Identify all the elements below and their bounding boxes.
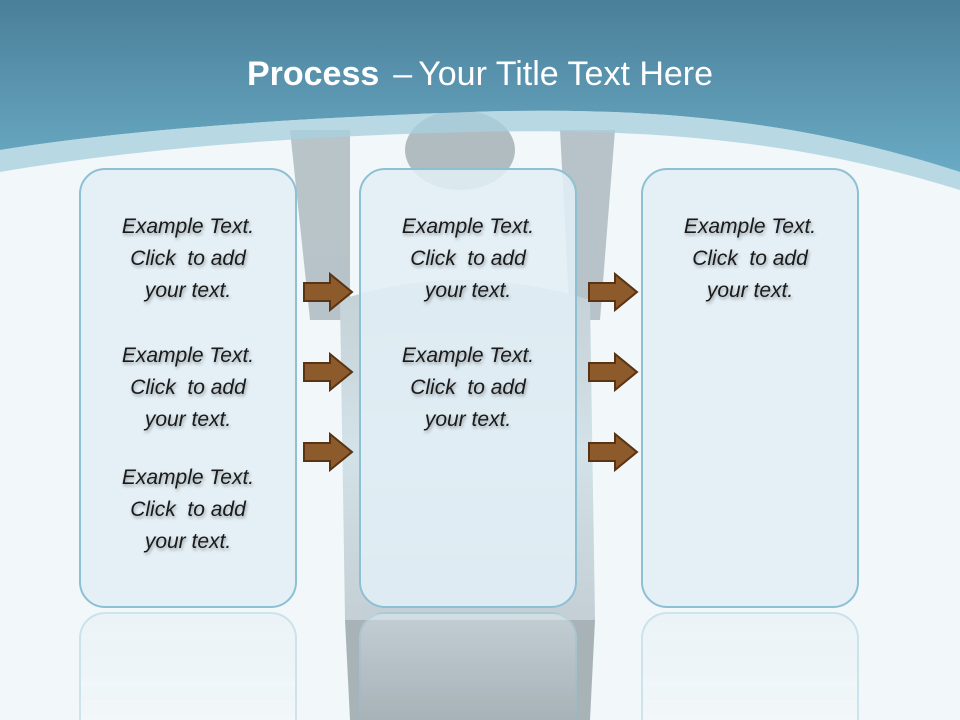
text-line: Click to add — [410, 247, 526, 270]
text-line: Example Text. — [401, 344, 535, 367]
text-line: Click to add — [130, 376, 246, 399]
text-group[interactable]: Example Text. Click to add your text. — [81, 462, 295, 558]
text-line: your text. — [144, 279, 232, 302]
text-line: Click to add — [130, 247, 246, 270]
text-group[interactable]: Example Text. Click to add your text. — [361, 211, 575, 307]
box-reflection — [79, 612, 297, 720]
box-reflection — [359, 612, 577, 720]
text-group[interactable]: Example Text. Click to add your text. — [361, 340, 575, 436]
process-box-1[interactable]: Example Text. Click to add your text. Ex… — [79, 168, 297, 608]
text-line: Example Text. — [401, 215, 535, 238]
process-box-2[interactable]: Example Text. Click to add your text. Ex… — [359, 168, 577, 608]
text-line: your text. — [424, 408, 512, 431]
text-line: Example Text. — [121, 466, 255, 489]
text-line: Click to add — [130, 498, 246, 521]
text-line: Click to add — [410, 376, 526, 399]
text-line: your text. — [144, 530, 232, 553]
text-line: your text. — [424, 279, 512, 302]
text-group[interactable]: Example Text. Click to add your text. — [643, 211, 857, 307]
title-separator: – — [393, 55, 413, 93]
header-band — [0, 0, 960, 172]
title-bold: Process — [246, 55, 380, 93]
slide-title[interactable]: Process–Your Title Text Here — [0, 52, 960, 96]
header-swoosh — [0, 110, 960, 190]
title-rest: Your Title Text Here — [418, 55, 714, 93]
box-reflection — [641, 612, 859, 720]
text-line: your text. — [706, 279, 794, 302]
right-arrow-icon — [303, 432, 354, 472]
process-box-3[interactable]: Example Text. Click to add your text. — [641, 168, 859, 608]
right-arrow-icon — [303, 272, 354, 312]
right-arrow-icon — [588, 272, 639, 312]
text-line: your text. — [144, 408, 232, 431]
text-line: Example Text. — [683, 215, 817, 238]
right-arrow-icon — [588, 352, 639, 392]
right-arrow-icon — [303, 352, 354, 392]
text-line: Example Text. — [121, 215, 255, 238]
text-line: Click to add — [692, 247, 808, 270]
right-arrow-icon — [588, 432, 639, 472]
text-group[interactable]: Example Text. Click to add your text. — [81, 211, 295, 307]
text-group[interactable]: Example Text. Click to add your text. — [81, 340, 295, 436]
text-line: Example Text. — [121, 344, 255, 367]
